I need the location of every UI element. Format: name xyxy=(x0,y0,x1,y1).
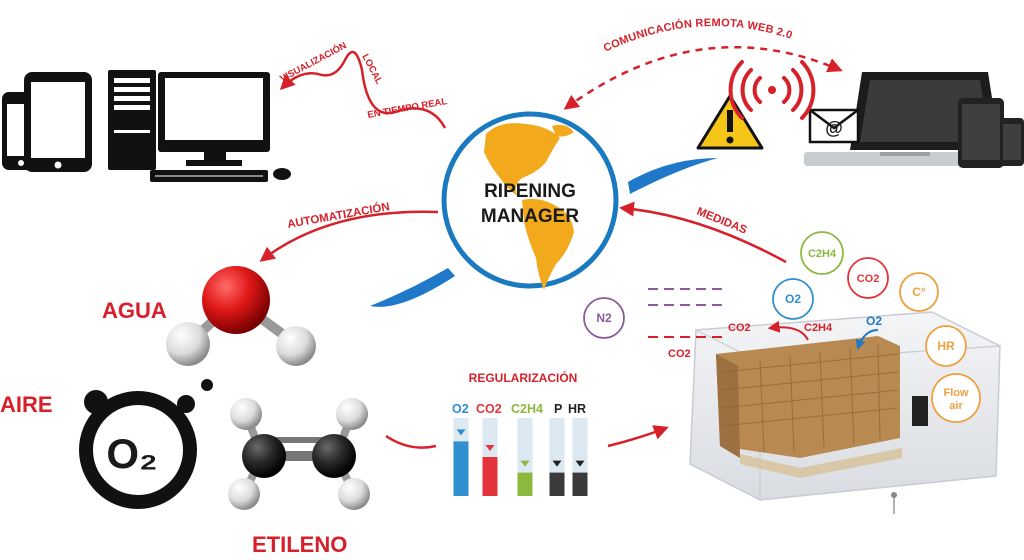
regulation-bar-fill-c2h4 xyxy=(517,472,533,496)
tablet-icon xyxy=(24,72,92,172)
gas-dash-lines xyxy=(648,288,722,338)
sensor-label: CO2 xyxy=(857,273,880,285)
ripening-room xyxy=(689,311,1001,514)
sensor-label: HR xyxy=(937,339,955,353)
regulation-marker-p xyxy=(552,460,562,467)
sensor-bubble-co2: CO2 xyxy=(847,257,889,299)
regulation-bars xyxy=(453,418,588,496)
sensor-label: Flow xyxy=(943,387,968,399)
desktop-tower-icon xyxy=(108,70,156,170)
air-label: AIRE xyxy=(0,392,53,417)
swoosh-right xyxy=(628,158,718,194)
flow-o2-label: O2 xyxy=(866,314,882,328)
remote-communication-arrow xyxy=(563,45,843,110)
phone-remote-icon xyxy=(1000,118,1024,166)
sensor-label: N2 xyxy=(596,311,612,325)
laptop-icon xyxy=(804,72,1000,166)
remote-devices: @ xyxy=(696,60,1024,168)
co2-extraction-flow: CO2 C2H4 xyxy=(728,320,833,341)
ethylene-molecule-icon xyxy=(228,398,370,510)
regulation-bar-fill-p xyxy=(549,472,565,496)
sensor-bubble-o2: O2 xyxy=(772,278,814,320)
americas-map-icon xyxy=(484,123,574,290)
sensor-bubble-c2h4: C2H4 xyxy=(800,231,844,275)
monitor-icon xyxy=(158,72,270,166)
regulation-title: REGULARIZACIÓN xyxy=(469,370,578,385)
bottom-co2-label: CO2 xyxy=(668,348,691,360)
flow-co2-label: CO2 xyxy=(728,322,751,334)
sensor-bubble-hr: HR xyxy=(925,325,967,367)
hub-title-line1: RIPENING xyxy=(484,181,576,202)
local-visualization-line1: VISUALIZACIÓN xyxy=(278,39,349,84)
o2-injection-flow: O2 xyxy=(855,314,882,350)
hub-title-line2: MANAGER xyxy=(481,206,579,227)
flow-c2h4-label: C2H4 xyxy=(804,322,833,334)
regulation-label-p: P xyxy=(554,402,562,416)
regulation-label-hr: HR xyxy=(568,402,586,416)
sensor-bubble-n2: N2 xyxy=(583,297,625,339)
fruit-crates xyxy=(716,336,902,478)
regulation-marker-co2 xyxy=(485,445,495,451)
tablet-remote-icon xyxy=(958,98,1004,168)
sensor-bubble-c: C° xyxy=(899,272,939,312)
swoosh-left xyxy=(370,268,455,307)
inputs-to-regulation-arrow xyxy=(385,434,437,449)
water-molecule-icon xyxy=(166,266,316,366)
regulation-bar-fill-co2 xyxy=(482,457,498,496)
sensor-label: air xyxy=(949,400,963,412)
svg-text:@: @ xyxy=(825,118,843,138)
regulation-marker-hr xyxy=(575,460,585,467)
regulation-bar-fill-hr xyxy=(572,472,588,496)
automation-label: AUTOMATIZACIÓN xyxy=(286,200,390,231)
regulation-label-c2h4: C2H4 xyxy=(511,402,543,416)
svg-text:O₂: O₂ xyxy=(106,430,157,477)
local-devices xyxy=(2,70,291,182)
local-visualization-arrow xyxy=(279,50,447,129)
email-icon: @ xyxy=(808,108,860,144)
regulation-marker-o2 xyxy=(456,429,466,436)
ethylene-label: ETILENO xyxy=(252,532,347,557)
sensor-label: O2 xyxy=(785,292,801,306)
regulation-bar-fill-o2 xyxy=(453,441,469,496)
regulation-to-room-arrow xyxy=(607,425,669,448)
wireless-signal-icon xyxy=(728,60,816,120)
sensor-label: C2H4 xyxy=(808,248,837,260)
automation-arrow xyxy=(259,210,439,262)
regulation-marker-c2h4 xyxy=(520,460,530,467)
water-label: AGUA xyxy=(102,298,167,323)
o2-symbol-icon: O₂ xyxy=(79,379,213,509)
regulation-label-o2: O2 xyxy=(452,402,469,416)
regulation-label-co2: CO2 xyxy=(476,402,502,416)
ripening-manager-hub: RIPENING MANAGER xyxy=(441,111,619,290)
warning-icon xyxy=(696,94,764,150)
regulation-bar-labels: O2 CO2 C2H4 P HR xyxy=(452,402,586,416)
sensor-label: C° xyxy=(912,285,926,299)
regulation-panel: REGULARIZACIÓN O2 CO2 C2H4 P HR xyxy=(452,370,588,496)
keyboard-icon xyxy=(150,168,291,182)
measures-arrow xyxy=(619,201,787,264)
